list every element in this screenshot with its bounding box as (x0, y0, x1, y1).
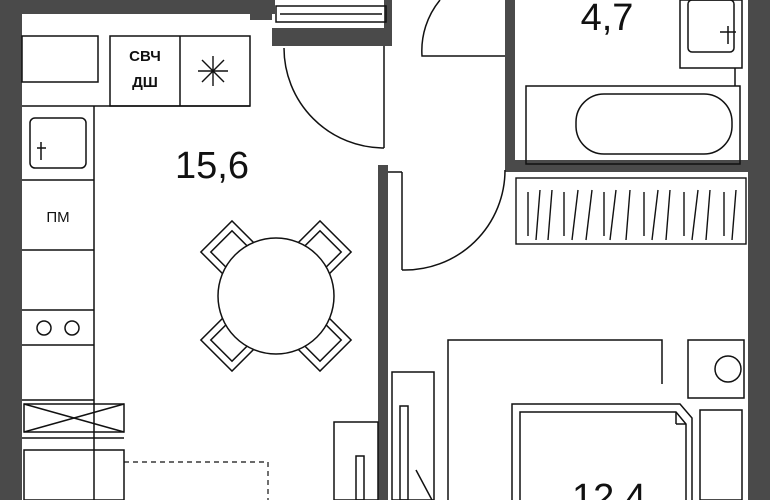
bed-side-table (699, 409, 743, 500)
entry-radiator (275, 5, 387, 23)
entry-top-wall (272, 28, 384, 46)
microwave-label: СВЧ (129, 48, 161, 65)
kitchen-niche (21, 35, 99, 83)
entry-door-swing (283, 47, 385, 149)
bathroom (525, 0, 743, 165)
oven-icon (23, 403, 125, 433)
dishwasher-label: ДШ (132, 74, 158, 91)
table-top (217, 237, 335, 355)
hob-icon (36, 320, 80, 336)
bathtub-icon (575, 93, 733, 155)
lower-cabinet (23, 449, 125, 500)
bath-cabinet (679, 0, 743, 69)
washing-machine-label: ПМ (46, 209, 69, 226)
bedroom-door-swing (401, 169, 506, 271)
top-wall-stub (250, 0, 272, 20)
hall-cabinet (333, 421, 379, 500)
center-wall (378, 165, 388, 500)
lamp-icon (714, 355, 742, 383)
bath-bottom-wall (505, 160, 749, 172)
washbasin-icon (687, 0, 735, 53)
left-outer-wall (0, 0, 22, 500)
bath-door-swing (421, 0, 505, 57)
bedroom (333, 339, 745, 500)
wardrobe (515, 177, 747, 245)
bedroom-area-label: 12,4 (572, 477, 646, 500)
bedroom-wardrobe (391, 371, 435, 500)
top-wall-left (0, 0, 275, 14)
dashed-outline (124, 461, 269, 500)
kitchen-area (21, 35, 251, 500)
sink-icon (29, 117, 87, 169)
rug-outline (447, 339, 663, 500)
kitchen-area-label: 15,6 (175, 145, 249, 187)
nightstand (687, 339, 745, 399)
bed-outline (511, 403, 693, 500)
bath-left-wall (505, 0, 515, 160)
entry-top-post (384, 0, 392, 46)
freezer-icon (198, 56, 228, 86)
dining-table (199, 219, 353, 373)
bathroom-area-label: 4,7 (581, 0, 634, 39)
bathtub-outer (525, 85, 741, 165)
doors (275, 0, 506, 271)
right-outer-wall (748, 0, 770, 500)
